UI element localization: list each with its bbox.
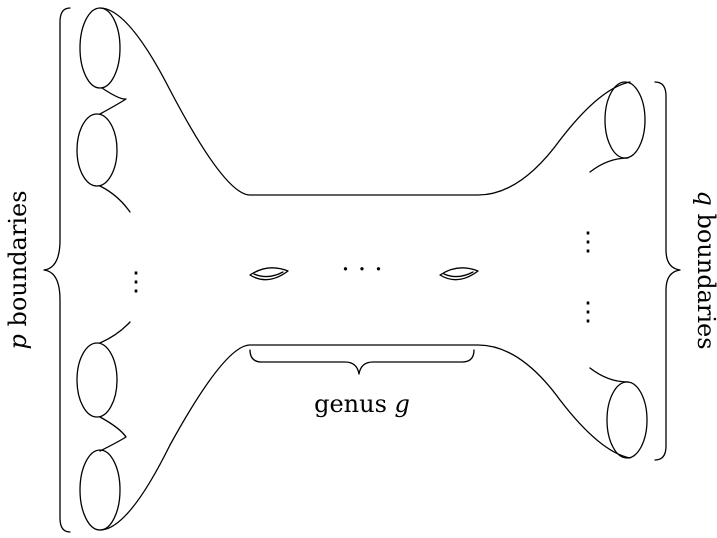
left-boundary-circle-2 — [77, 114, 117, 186]
genus-hole-left — [250, 268, 288, 280]
left-boundary-circle-1 — [80, 8, 120, 88]
q-boundaries-word: boundaries — [692, 206, 717, 350]
p-boundaries-var: p — [4, 334, 32, 349]
right-brace — [655, 82, 680, 460]
surface-top-edge — [100, 8, 630, 195]
left-cusp-bottom — [100, 417, 126, 451]
left-open-end-top — [100, 186, 130, 212]
genus-hole-right-smile — [444, 272, 473, 277]
q-boundaries-var: q — [692, 190, 717, 205]
left-open-end-bottom — [100, 322, 130, 343]
genus-label-word: genus — [314, 390, 394, 418]
left-boundary-circle-4 — [80, 450, 120, 530]
right-boundary-circle-2 — [607, 382, 647, 458]
left-brace — [44, 8, 70, 532]
right-vertical-ellipsis-top: ⋮ — [575, 227, 601, 257]
right-vertical-ellipsis-bottom: ⋮ — [575, 297, 601, 327]
right-open-end-bottom — [590, 368, 628, 382]
genus-brace — [250, 350, 474, 374]
p-boundaries-label: p boundaries — [4, 190, 32, 349]
genus-hole-left-smile — [254, 272, 283, 277]
q-boundaries-label: q boundaries — [692, 190, 717, 349]
genus-label-var: g — [395, 390, 410, 418]
right-open-end-top — [590, 158, 628, 172]
surface-bottom-edge — [100, 345, 630, 530]
p-boundaries-word: boundaries — [4, 190, 32, 334]
genus-ellipsis: · · · — [341, 255, 382, 285]
right-boundary-circle-1 — [605, 82, 645, 158]
left-cusp-top — [100, 88, 126, 114]
left-boundary-circle-3 — [77, 343, 117, 417]
genus-label: genus g — [314, 390, 410, 418]
genus-hole-right — [440, 268, 478, 280]
left-vertical-ellipsis: ⋮ — [123, 267, 149, 297]
